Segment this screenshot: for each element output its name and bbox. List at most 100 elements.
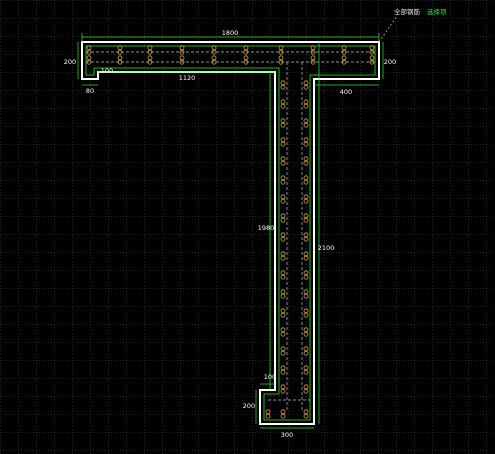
rebar-circle[interactable]	[211, 45, 217, 51]
rebar-circle[interactable]	[303, 293, 309, 299]
rebar-circle[interactable]	[303, 388, 309, 394]
rebar-circle[interactable]	[303, 255, 309, 261]
rebar-circle[interactable]	[303, 308, 309, 314]
rebar-circle[interactable]	[280, 274, 286, 280]
rebar-circle[interactable]	[280, 409, 286, 415]
rebar-circle[interactable]	[303, 289, 309, 295]
rebar-circle[interactable]	[303, 103, 309, 109]
rebar-circle[interactable]	[280, 270, 286, 276]
rebar-circle[interactable]	[303, 179, 309, 185]
rebar-group[interactable]	[86, 45, 375, 419]
rebar-circle[interactable]	[117, 59, 123, 65]
rebar-circle[interactable]	[265, 409, 271, 415]
rebar-circle[interactable]	[86, 55, 92, 61]
rebar-circle[interactable]	[179, 59, 185, 65]
legend-all-rebars[interactable]: 全部钢筋	[394, 7, 421, 16]
rebar-circle[interactable]	[280, 331, 286, 337]
rebar-circle[interactable]	[310, 45, 316, 51]
rebar-circle[interactable]	[369, 59, 375, 65]
rebar-circle[interactable]	[280, 99, 286, 105]
rebar-circle[interactable]	[243, 59, 249, 65]
rebar-circle[interactable]	[303, 327, 309, 333]
rebar-circle[interactable]	[310, 59, 316, 65]
rebar-circle[interactable]	[179, 49, 185, 55]
legend-selected[interactable]: 选择项	[427, 7, 447, 16]
rebar-circle[interactable]	[303, 350, 309, 356]
rebar-circle[interactable]	[280, 350, 286, 356]
rebar-circle[interactable]	[310, 55, 316, 61]
rebar-circle[interactable]	[303, 156, 309, 162]
rebar-circle[interactable]	[303, 346, 309, 352]
rebar-circle[interactable]	[86, 45, 92, 51]
rebar-circle[interactable]	[303, 331, 309, 337]
rebar-circle[interactable]	[280, 346, 286, 352]
rebar-circle[interactable]	[280, 156, 286, 162]
rebar-circle[interactable]	[117, 55, 123, 61]
rebar-circle[interactable]	[341, 55, 347, 61]
rebar-circle[interactable]	[310, 49, 316, 55]
rebar-circle[interactable]	[280, 179, 286, 185]
rebar-circle[interactable]	[303, 369, 309, 375]
rebar-circle[interactable]	[280, 312, 286, 318]
rebar-circle[interactable]	[211, 59, 217, 65]
rebar-circle[interactable]	[278, 59, 284, 65]
rebar-circle[interactable]	[303, 99, 309, 105]
rebar-circle[interactable]	[303, 217, 309, 223]
rebar-circle[interactable]	[278, 45, 284, 51]
rebar-circle[interactable]	[147, 45, 153, 51]
rebar-circle[interactable]	[280, 289, 286, 295]
rebar-circle[interactable]	[303, 312, 309, 318]
rebar-circle[interactable]	[303, 413, 309, 419]
rebar-circle[interactable]	[303, 251, 309, 257]
rebar-circle[interactable]	[280, 251, 286, 257]
rebar-circle[interactable]	[280, 369, 286, 375]
rebar-circle[interactable]	[303, 365, 309, 371]
rebar-circle[interactable]	[147, 49, 153, 55]
rebar-circle[interactable]	[117, 45, 123, 51]
rebar-circle[interactable]	[147, 59, 153, 65]
rebar-circle[interactable]	[243, 45, 249, 51]
rebar-circle[interactable]	[303, 84, 309, 90]
rebar-circle[interactable]	[280, 160, 286, 166]
rebar-circle[interactable]	[303, 175, 309, 181]
rebar-circle[interactable]	[211, 55, 217, 61]
rebar-circle[interactable]	[280, 84, 286, 90]
legend[interactable]: 全部钢筋 选择项	[394, 7, 447, 16]
rebar-circle[interactable]	[303, 118, 309, 124]
rebar-circle[interactable]	[280, 137, 286, 143]
rebar-circle[interactable]	[280, 141, 286, 147]
rebar-circle[interactable]	[117, 49, 123, 55]
rebar-circle[interactable]	[341, 49, 347, 55]
rebar-circle[interactable]	[179, 45, 185, 51]
rebar-circle[interactable]	[303, 141, 309, 147]
rebar-circle[interactable]	[280, 103, 286, 109]
rebar-circle[interactable]	[303, 80, 309, 86]
rebar-circle[interactable]	[303, 198, 309, 204]
rebar-circle[interactable]	[280, 293, 286, 299]
rebar-circle[interactable]	[280, 122, 286, 128]
rebar-circle[interactable]	[369, 49, 375, 55]
rebar-circle[interactable]	[86, 59, 92, 65]
rebar-circle[interactable]	[303, 236, 309, 242]
rebar-circle[interactable]	[280, 175, 286, 181]
rebar-circle[interactable]	[280, 118, 286, 124]
rebar-circle[interactable]	[280, 80, 286, 86]
rebar-circle[interactable]	[303, 213, 309, 219]
rebar-circle[interactable]	[341, 59, 347, 65]
rebar-circle[interactable]	[303, 122, 309, 128]
rebar-circle[interactable]	[280, 384, 286, 390]
rebar-circle[interactable]	[280, 327, 286, 333]
rebar-circle[interactable]	[280, 308, 286, 314]
rebar-circle[interactable]	[280, 217, 286, 223]
rebar-circle[interactable]	[243, 55, 249, 61]
rebar-circle[interactable]	[303, 137, 309, 143]
rebar-circle[interactable]	[303, 160, 309, 166]
rebar-circle[interactable]	[280, 198, 286, 204]
rebar-circle[interactable]	[369, 45, 375, 51]
rebar-circle[interactable]	[303, 270, 309, 276]
rebar-circle[interactable]	[211, 49, 217, 55]
rebar-circle[interactable]	[303, 409, 309, 415]
rebar-circle[interactable]	[243, 49, 249, 55]
rebar-circle[interactable]	[303, 274, 309, 280]
